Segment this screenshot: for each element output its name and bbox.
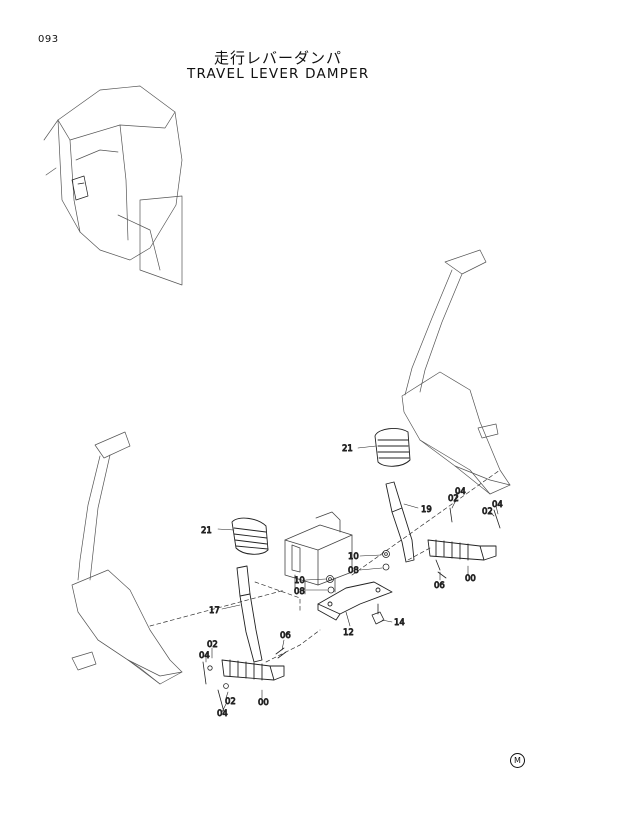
callout-17: 17 bbox=[209, 606, 220, 616]
assembly-reference-lines bbox=[149, 469, 501, 663]
callout-04-right-b: 04 bbox=[492, 500, 503, 510]
callout-19: 19 bbox=[421, 505, 432, 515]
bracket-right bbox=[385, 481, 415, 563]
hardware-nuts-bolts bbox=[202, 507, 501, 713]
left-travel-lever-outline bbox=[71, 431, 183, 685]
corner-mark: M bbox=[510, 753, 525, 768]
callout-06-right: 06 bbox=[434, 581, 445, 591]
callout-04-left-b: 04 bbox=[217, 709, 228, 719]
cab-outline-illustration bbox=[43, 85, 183, 286]
callout-02-left-a: 02 bbox=[207, 640, 218, 650]
callout-02-right-b: 02 bbox=[482, 507, 493, 517]
travel-pilot-valve-outline bbox=[284, 511, 353, 595]
right-travel-lever-outline bbox=[401, 249, 511, 495]
diagram-title-english: TRAVEL LEVER DAMPER bbox=[187, 66, 370, 82]
callout-08-upper: 08 bbox=[348, 566, 359, 576]
page-number: 093 bbox=[38, 34, 59, 45]
bellows-cover-left bbox=[231, 517, 269, 555]
callout-10-lower: 10 bbox=[294, 576, 305, 586]
callout-leader-lines bbox=[205, 445, 499, 713]
callout-21-right: 21 bbox=[342, 444, 353, 454]
damper-left bbox=[221, 659, 285, 681]
damper-right bbox=[427, 539, 497, 561]
callout-02-left-b: 02 bbox=[225, 697, 236, 707]
callout-10-upper: 10 bbox=[348, 552, 359, 562]
callout-12: 12 bbox=[343, 628, 354, 638]
callout-04-right-a: 04 bbox=[455, 487, 466, 497]
bellows-cover-right bbox=[374, 428, 411, 467]
callout-00-left: 00 bbox=[258, 698, 269, 708]
bracket-left bbox=[236, 565, 263, 663]
callout-00-right: 00 bbox=[465, 574, 476, 584]
callout-08-lower: 08 bbox=[294, 587, 305, 597]
callout-02-right-a: 02 bbox=[448, 494, 459, 504]
callout-06-left: 06 bbox=[280, 631, 291, 641]
callout-14: 14 bbox=[394, 618, 405, 628]
callout-21-left: 21 bbox=[201, 526, 212, 536]
diagram-title-japanese: 走行レバーダンパ bbox=[214, 49, 343, 67]
mounting-plate bbox=[317, 581, 393, 621]
callout-04-left-a: 04 bbox=[199, 651, 210, 661]
